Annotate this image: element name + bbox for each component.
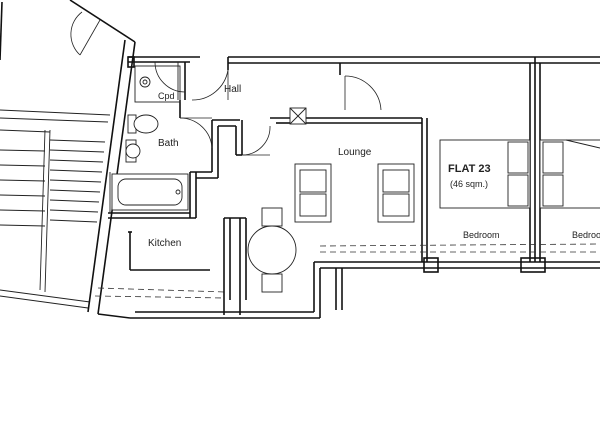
bath-label: Bath (158, 138, 179, 149)
hall-label: Hall (224, 84, 241, 95)
cupboard (134, 65, 181, 103)
lounge-label: Lounge (338, 147, 372, 158)
bathtub-icon (111, 173, 189, 211)
cupboard-door-swing (154, 61, 186, 93)
armchair-icon (377, 163, 415, 223)
cupboard-label: Cpd (158, 91, 175, 101)
doors (154, 61, 382, 156)
riser-box (289, 107, 307, 125)
basin-icon (125, 139, 141, 163)
adjacent-bed-icon (539, 139, 600, 209)
flat-name-label: FLAT 23 (448, 163, 491, 175)
lounge-door-swing (344, 75, 382, 111)
hall-door-swing (191, 69, 229, 101)
adjacent-bedroom-label: Bedroo (572, 230, 600, 240)
flat-area-label: (46 sqm.) (450, 179, 488, 189)
bedroom-label: Bedroom (463, 230, 500, 240)
toilet-icon (127, 114, 159, 134)
boiler (139, 76, 151, 88)
room-labels: Hall Cpd Bath Lounge Kitchen Bedroom Bed… (148, 84, 600, 249)
kitchen-door-swing (241, 125, 271, 156)
kitchen-label: Kitchen (148, 238, 181, 249)
stair-door-swing (70, 11, 83, 56)
fixtures (111, 65, 307, 211)
bath-door-swing (179, 117, 213, 149)
dining-table-icon (247, 207, 297, 293)
staircase (0, 0, 226, 319)
flat-walls (108, 56, 600, 319)
sofa-icon (294, 163, 332, 223)
